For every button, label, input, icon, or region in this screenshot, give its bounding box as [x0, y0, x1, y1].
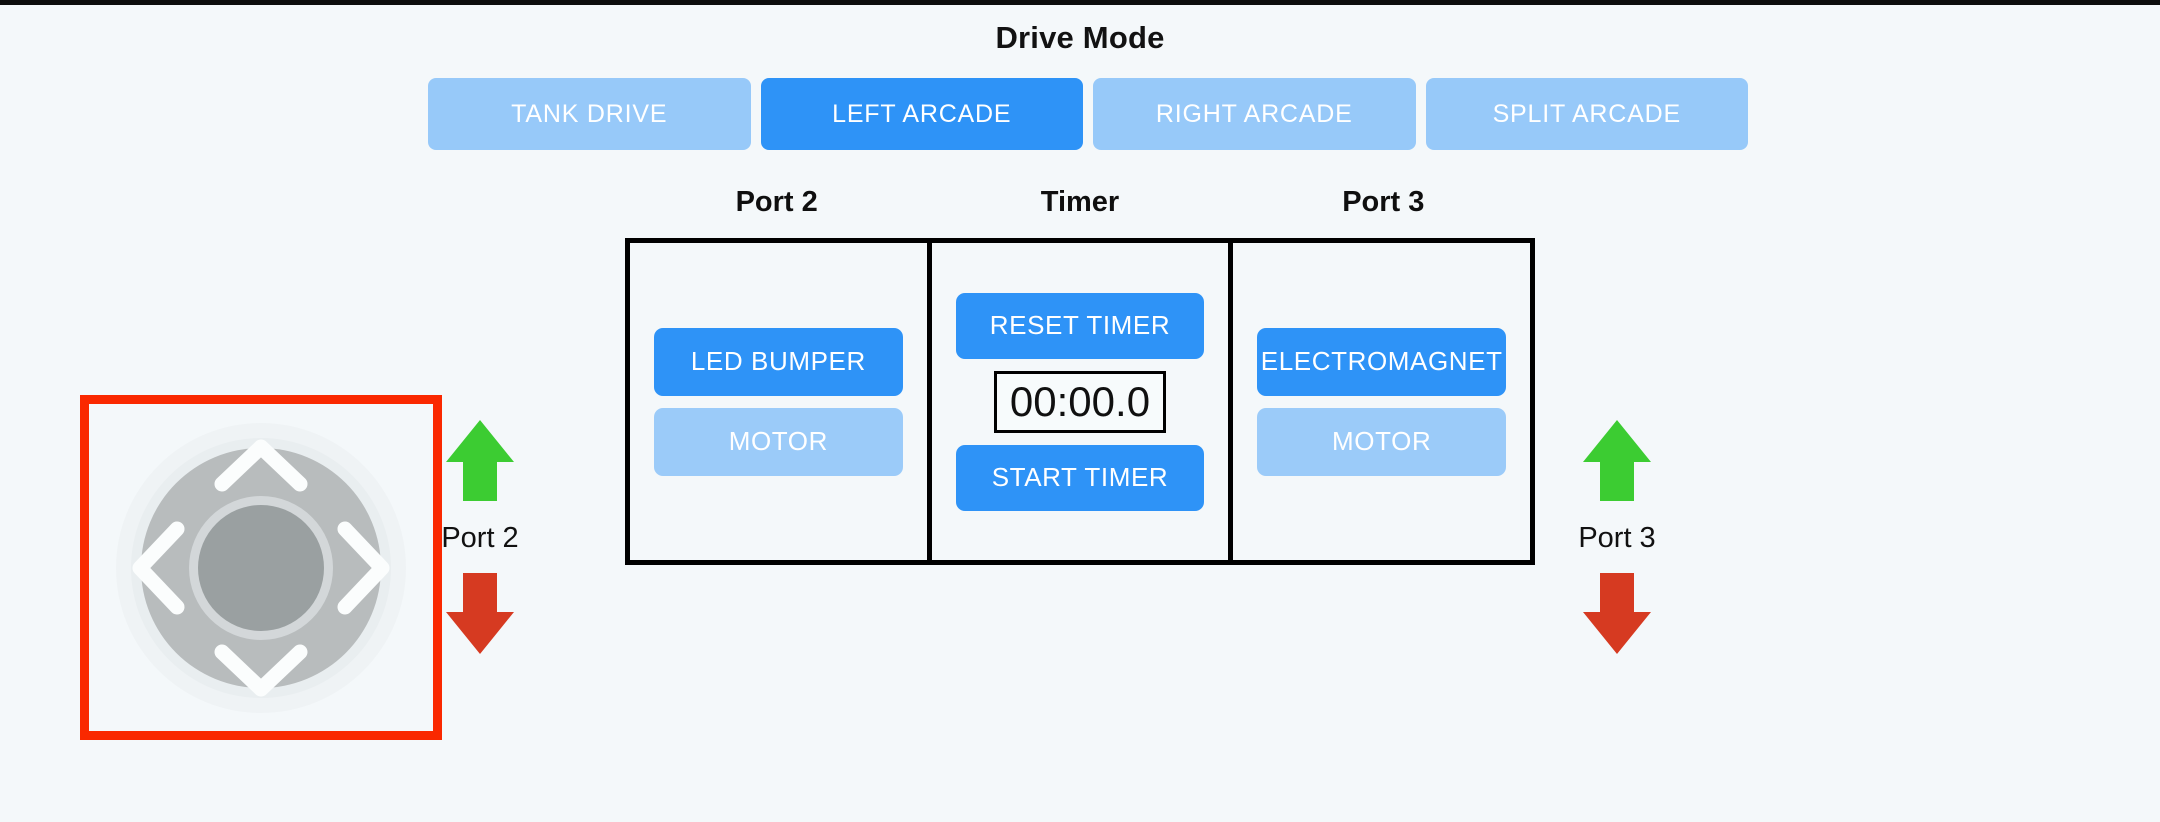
start-timer-button[interactable]: START TIMER	[955, 444, 1205, 511]
arrow-up-icon[interactable]	[1581, 418, 1653, 508]
port3-arrow-controls: Port 3	[1557, 418, 1677, 661]
drive-mode-tank-drive[interactable]: TANK DRIVE	[428, 78, 751, 150]
timer-display: 00:00.0	[994, 370, 1166, 433]
column-label-port3: Port 3	[1342, 186, 1425, 218]
chevron-down-icon	[214, 644, 308, 696]
column-label-timer: Timer	[1040, 186, 1120, 218]
panel-column-port2: LED BUMPER MOTOR	[630, 243, 927, 560]
arrow-down-icon[interactable]	[1581, 571, 1653, 661]
dpad-joystick-icon[interactable]	[114, 421, 408, 715]
port3-motor-button[interactable]: MOTOR	[1257, 407, 1507, 476]
reset-timer-button[interactable]: RESET TIMER	[955, 292, 1205, 359]
chevron-up-icon	[214, 439, 308, 491]
drive-mode-split-arcade[interactable]: SPLIT ARCADE	[1425, 78, 1748, 150]
drive-mode-left-arcade[interactable]: LEFT ARCADE	[760, 78, 1083, 150]
port2-motor-button[interactable]: MOTOR	[654, 407, 903, 476]
led-bumper-button[interactable]: LED BUMPER	[654, 327, 903, 396]
chevron-right-icon	[337, 521, 390, 614]
port3-arrow-label: Port 3	[1578, 522, 1656, 554]
arrow-up-icon[interactable]	[444, 418, 516, 508]
dpad-selection-box[interactable]	[80, 395, 442, 740]
column-label-port2: Port 2	[735, 186, 818, 218]
panel-column-timer: RESET TIMER 00:00.0 START TIMER	[926, 243, 1234, 560]
port2-arrow-controls: Port 2	[420, 418, 540, 661]
top-black-strip	[0, 0, 2160, 5]
electromagnet-button[interactable]: ELECTROMAGNET	[1257, 327, 1507, 396]
panel-column-port3: ELECTROMAGNET MOTOR	[1233, 243, 1530, 560]
drive-mode-right-arcade[interactable]: RIGHT ARCADE	[1093, 78, 1416, 150]
panel-column-labels: Port 2 Timer Port 3	[625, 186, 1535, 228]
device-control-panel: LED BUMPER MOTOR RESET TIMER 00:00.0 STA…	[625, 238, 1535, 565]
port2-arrow-label: Port 2	[441, 522, 519, 554]
arrow-down-icon[interactable]	[444, 571, 516, 661]
drive-mode-button-group: TANK DRIVE LEFT ARCADE RIGHT ARCADE SPLI…	[428, 78, 1748, 150]
chevron-left-icon	[132, 521, 185, 614]
page-title: Drive Mode	[995, 20, 1165, 55]
